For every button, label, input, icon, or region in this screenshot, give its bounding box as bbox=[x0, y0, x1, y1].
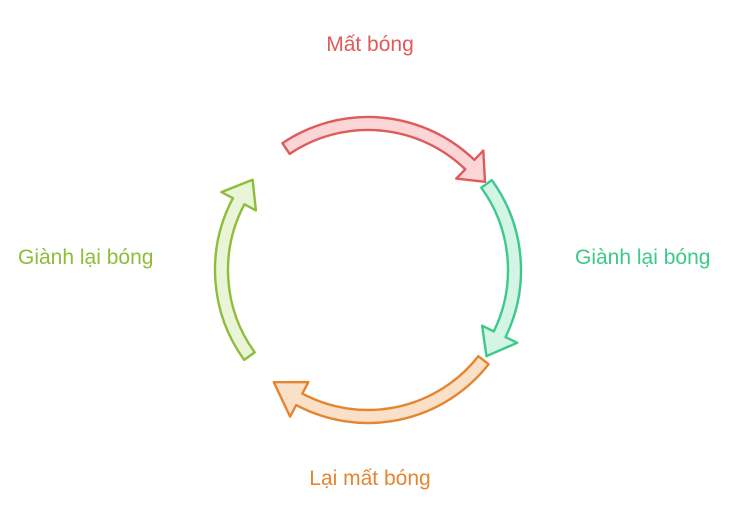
arrow-regain-ball-left bbox=[213, 178, 258, 362]
arrow-regain-ball-right bbox=[480, 178, 523, 358]
arrow-lose-ball bbox=[281, 115, 487, 183]
label-lose-ball: Mất bóng bbox=[326, 33, 414, 56]
label-regain-ball-right: Giành lại bóng bbox=[575, 246, 711, 269]
arrow-lose-ball-again bbox=[272, 355, 490, 425]
label-lose-ball-again: Lại mất bóng bbox=[309, 467, 431, 490]
label-regain-ball-left: Giành lại bóng bbox=[18, 246, 154, 269]
